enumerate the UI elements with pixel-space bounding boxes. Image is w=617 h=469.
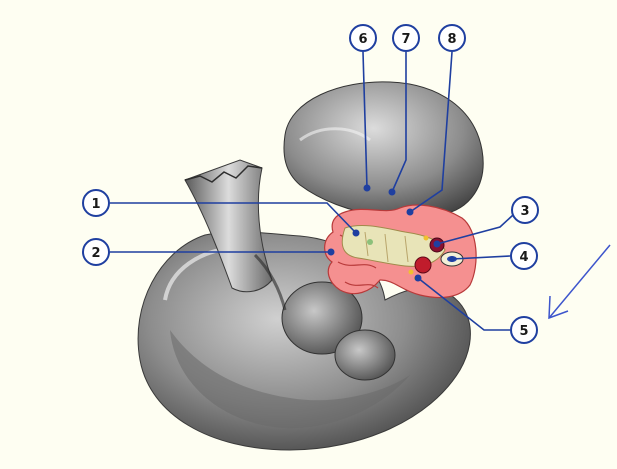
callout-5: 5 [511,317,537,343]
callout-1: 1 [83,190,109,216]
aortic-structure-lower [415,257,431,273]
callout-8: 8 [439,25,465,51]
callout-8-label: 8 [447,32,456,47]
callout-1-label: 1 [91,197,100,212]
callout-4-label: 4 [519,250,528,265]
callout-6-label: 6 [358,32,367,47]
embryo-head [284,82,483,215]
pharynx-dot [367,239,373,245]
pointer-arrow [549,245,610,318]
callout-4: 4 [511,243,537,269]
callout-3: 3 [512,197,538,223]
callout-6: 6 [350,25,376,51]
callout-7-label: 7 [401,32,410,47]
callout-7: 7 [393,25,419,51]
callout-2: 2 [83,239,109,265]
callout-3-label: 3 [520,204,529,219]
yellow-node-2 [409,270,414,275]
lower-limb-bud [335,330,395,380]
yellow-node-1 [424,236,429,241]
callout-2-label: 2 [91,246,100,261]
callout-5-label: 5 [519,324,528,339]
